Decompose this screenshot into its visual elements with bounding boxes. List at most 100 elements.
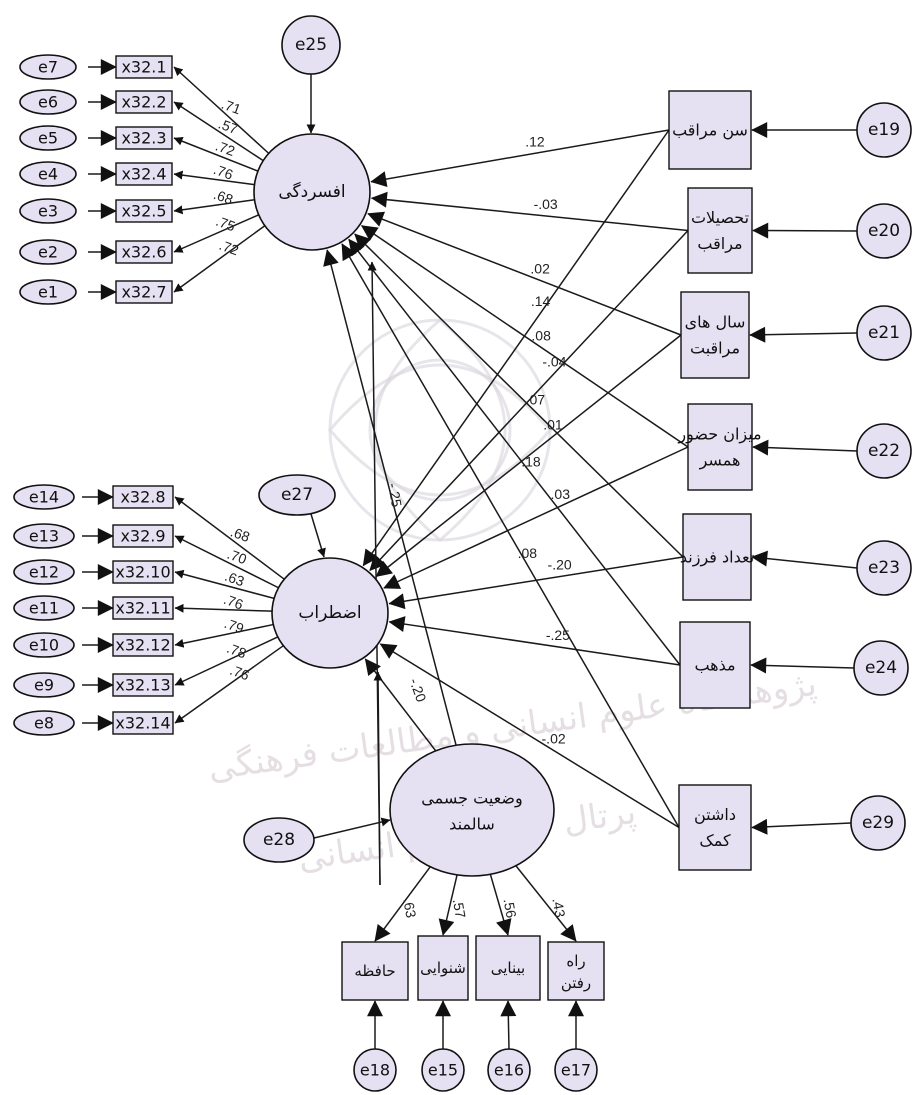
coef-4-anxiety: .03 — [551, 486, 571, 502]
predictor-label-4-a: میزان حضور — [677, 425, 761, 445]
error-e28-label: e28 — [263, 830, 295, 850]
coef-3-depression: .02 — [530, 260, 550, 276]
loading-arrow-anxiety-3 — [174, 569, 275, 600]
loading-arrow-anxiety-7 — [174, 645, 284, 724]
error-e11-label: e11 — [29, 599, 59, 618]
error-e25-label: e25 — [295, 35, 327, 55]
path-1-to-depression — [370, 129, 670, 188]
indicator-x32.8 — [112, 485, 174, 509]
error-e14 — [13, 484, 75, 510]
loading-arrow-depression-4 — [173, 170, 255, 186]
indicator-x32.13 — [112, 673, 174, 697]
path-3-to-anxiety — [375, 334, 682, 578]
error-e23-label: e23 — [868, 558, 900, 578]
path-7-to-anxiety — [379, 643, 680, 829]
indicator-label-x32.1: x32.1 — [121, 58, 166, 77]
error-arrow-e23 — [751, 550, 858, 569]
error-e2-label: e2 — [38, 243, 58, 262]
physical-indicator-1 — [341, 941, 409, 1001]
indicator-label-x32.8: x32.8 — [120, 488, 165, 507]
loading-physical-1: .63 — [400, 897, 419, 919]
coef-physical-depression: -.25 — [385, 482, 405, 509]
predictor-box-1 — [668, 90, 752, 170]
error-e8 — [13, 710, 75, 736]
indicator-x32.2 — [115, 90, 173, 114]
path-5-to-depression — [354, 233, 684, 558]
indicator-label-x32.7: x32.7 — [121, 283, 166, 302]
error-e28 — [243, 817, 315, 863]
loading-arrow-depression-1 — [173, 66, 270, 154]
predictor-box-6 — [679, 621, 751, 709]
indicator-x32.6 — [115, 240, 173, 264]
indicator-label-x32.2: x32.2 — [121, 93, 166, 112]
predictor-label-2-b: مراقب — [697, 234, 742, 254]
latent-depression — [253, 133, 371, 251]
coef-6-anxiety: -.25 — [546, 627, 570, 643]
error-e9-label: e9 — [34, 676, 54, 695]
loading-depression-5: .68 — [212, 186, 236, 208]
loading-physical-3: .56 — [501, 897, 520, 919]
coef-5-anxiety: -.20 — [548, 557, 572, 573]
indicator-x32.5 — [115, 199, 173, 223]
predictor-box-5 — [682, 513, 752, 601]
loading-arrow-depression-6 — [173, 214, 259, 253]
loading-depression-3: .72 — [213, 137, 237, 159]
error-e19 — [856, 102, 912, 158]
indicator-label-x32.12: x32.12 — [115, 636, 170, 655]
loading-arrow-depression-3 — [173, 136, 259, 172]
loading-physical-2: .57 — [450, 898, 469, 920]
physical-indicator-label-1: حافظه — [354, 962, 395, 980]
indicator-label-x32.6: x32.6 — [121, 243, 166, 262]
coef-7-anxiety: -.02 — [542, 730, 566, 746]
error-arrow-e29 — [751, 818, 852, 835]
indicator-label-x32.14: x32.14 — [115, 714, 170, 733]
error-arrow-e27 — [310, 513, 326, 558]
loading-arrow-physical-4 — [515, 865, 577, 942]
coef-2-anxiety: -.04 — [542, 353, 566, 369]
error-e16-label: e16 — [494, 1061, 524, 1080]
loading-depression-4: .76 — [211, 161, 235, 183]
error-e11 — [13, 595, 75, 621]
error-e4-label: e4 — [38, 165, 58, 184]
error-e7 — [19, 54, 77, 80]
error-e13 — [13, 523, 75, 549]
coef-3-anxiety: .01 — [543, 416, 563, 432]
error-e3-label: e3 — [38, 202, 58, 221]
path-memory-link-anxiety — [373, 671, 383, 886]
loading-arrow-depression-5 — [173, 199, 255, 215]
loading-physical-4: .43 — [549, 897, 568, 919]
predictor-box-3 — [680, 291, 750, 379]
predictor-label-4-b: همسر — [699, 451, 741, 471]
error-e6-label: e6 — [38, 93, 58, 112]
path-6-to-anxiety — [388, 616, 681, 666]
labels-layer: x32.1e7.71x32.2e6.57x32.3e5.72x32.4e4.76… — [29, 35, 900, 1080]
indicator-label-x32.4: x32.4 — [121, 165, 166, 184]
loading-anxiety-4: .76 — [222, 591, 246, 613]
loading-anxiety-6: .78 — [225, 640, 249, 662]
loading-anxiety-1: .68 — [228, 523, 252, 545]
error-e15-label: e15 — [428, 1061, 458, 1080]
error-e12-label: e12 — [29, 563, 59, 582]
predictor-box-2 — [687, 187, 753, 274]
coef-6-depression: .18 — [521, 453, 541, 469]
error-e8-label: e8 — [34, 714, 54, 733]
loading-arrow-anxiety-1 — [174, 496, 285, 580]
error-e20 — [856, 203, 912, 259]
physical-indicator-label-3: بینایی — [491, 959, 525, 977]
latent-anxiety — [271, 557, 389, 669]
coef-2-depression: -.03 — [534, 196, 558, 212]
error-arrow-e16 — [500, 1000, 517, 1050]
coef-physical-anxiety: -.20 — [406, 676, 429, 704]
indicator-label-x32.3: x32.3 — [121, 129, 166, 148]
error-arrow-e20 — [752, 222, 858, 239]
error-e29-label: e29 — [862, 813, 894, 833]
error-e29 — [850, 795, 906, 851]
loading-depression-6: .75 — [214, 213, 238, 235]
error-e7-label: e7 — [38, 58, 58, 77]
predictor-label-1: سن مراقب — [672, 121, 748, 141]
error-e15 — [421, 1048, 465, 1092]
path-4-to-anxiety — [383, 446, 689, 589]
coef-1-depression: .12 — [525, 133, 545, 149]
error-e10-label: e10 — [29, 636, 59, 655]
